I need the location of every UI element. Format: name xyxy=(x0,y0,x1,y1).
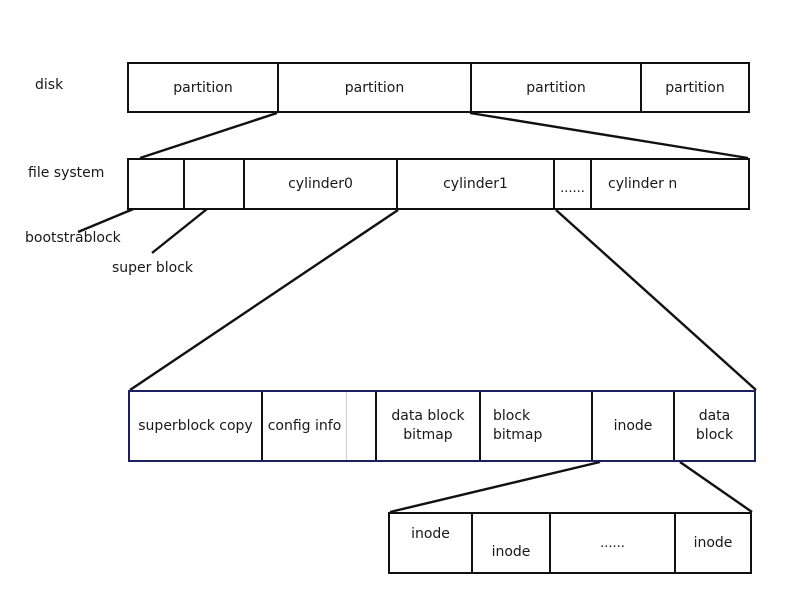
disk-partition-2[interactable]: partition xyxy=(279,64,472,111)
connector-disk-to-fs-left xyxy=(139,111,278,160)
fs-cell-cylinder0[interactable]: cylinder0 xyxy=(245,160,398,208)
inode-cell-2[interactable]: inode xyxy=(473,514,551,572)
disk-partition-1[interactable]: partition xyxy=(129,64,279,111)
callout-label-bootstrablock: bootstrablock xyxy=(25,230,121,246)
file-system-row: cylinder0 cylinder1 ...... cylinder n xyxy=(127,158,750,210)
row-label-file-system: file system xyxy=(28,165,105,181)
cg-cell-block-bitmap[interactable]: block bitmap xyxy=(481,392,593,460)
callout-label-super-block: super block xyxy=(112,260,194,276)
inode-cell-1[interactable]: inode xyxy=(390,514,473,572)
row-label-disk: disk xyxy=(35,77,64,93)
inode-row: inode inode ...... inode xyxy=(388,512,752,574)
cg-cell-config-info-spacer xyxy=(347,392,377,460)
cg-cell-superblock-copy[interactable]: superblock copy xyxy=(130,392,263,460)
connector-cg-to-inode-left xyxy=(389,460,601,514)
fs-cell-cylinder-n[interactable]: cylinder n xyxy=(608,176,678,192)
connector-disk-to-fs-right xyxy=(469,111,749,160)
cg-cell-config-info[interactable]: config info xyxy=(263,392,347,460)
connector-cg-to-inode-right xyxy=(679,461,753,513)
connector-fs-to-cg-left xyxy=(129,209,399,391)
inode-cell-n[interactable]: inode xyxy=(693,535,733,551)
cg-cell-data-block-bitmap[interactable]: data block bitmap xyxy=(377,392,481,460)
cylinder-group-row: superblock copy config info data block b… xyxy=(128,390,756,462)
fs-cell-bootstrablock[interactable] xyxy=(129,160,185,208)
connector-super-block xyxy=(151,204,213,254)
disk-partition-3[interactable]: partition xyxy=(472,64,642,111)
disk-partition-4[interactable]: partition xyxy=(665,79,725,96)
fs-cell-super-block[interactable] xyxy=(185,160,245,208)
cg-cell-data-block[interactable]: data block xyxy=(695,408,734,443)
fs-cell-cylinder1[interactable]: cylinder1 xyxy=(398,160,555,208)
inode-cell-ellipsis: ...... xyxy=(551,514,676,572)
disk-row: partition partition partition partition xyxy=(127,62,750,113)
cg-cell-inode[interactable]: inode xyxy=(593,392,675,460)
fs-cell-ellipsis: ...... xyxy=(555,160,592,208)
connector-fs-to-cg-right xyxy=(555,209,757,391)
